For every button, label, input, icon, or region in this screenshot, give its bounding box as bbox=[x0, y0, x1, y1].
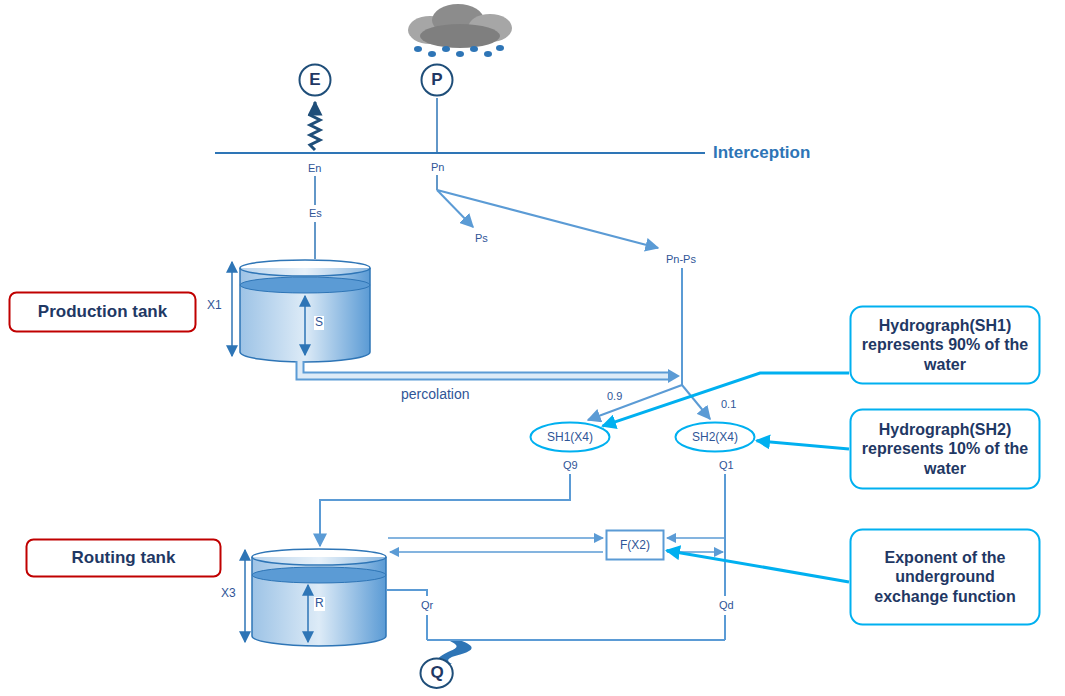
exchange-function-box: F(X2) bbox=[605, 529, 665, 561]
flow-line bbox=[724, 474, 726, 596]
variable-circle: E bbox=[298, 63, 332, 97]
rain-line bbox=[436, 98, 438, 153]
flux-label: Pn bbox=[430, 161, 445, 174]
hydrograph-ellipse: SH1(X4) bbox=[529, 421, 611, 453]
flow-line bbox=[724, 615, 726, 640]
flow-line bbox=[314, 222, 316, 259]
callout-box: Exponent of the underground exchange fun… bbox=[849, 528, 1041, 626]
flux-label: Q1 bbox=[718, 459, 735, 472]
exchange-arrow bbox=[388, 537, 603, 539]
flow-line bbox=[436, 175, 438, 190]
state-label: R bbox=[314, 597, 325, 611]
node-text: Hydrograph(SH1) represents 90% of the wa… bbox=[857, 316, 1033, 374]
pipe-head bbox=[668, 369, 680, 383]
evaporation-arrow bbox=[310, 102, 320, 150]
flow-arrow bbox=[320, 474, 570, 546]
level-arrow bbox=[304, 296, 306, 355]
parameter-label: X3 bbox=[220, 587, 237, 601]
node-text: SH2(X4) bbox=[692, 430, 738, 444]
section-label: Interception bbox=[712, 143, 811, 163]
flow-arrow bbox=[437, 190, 658, 248]
flux-label: Ps bbox=[474, 232, 489, 245]
flux-label: Pn-Ps bbox=[665, 253, 697, 266]
level-arrow bbox=[307, 585, 309, 642]
callout-arrow bbox=[667, 550, 850, 582]
node-text: P bbox=[431, 70, 442, 90]
capacity-arrow bbox=[231, 262, 233, 356]
callout-arrow bbox=[757, 441, 850, 449]
variable-circle: P bbox=[420, 63, 454, 97]
node-text: Q bbox=[430, 663, 443, 683]
node-text: E bbox=[309, 70, 320, 90]
flux-label: En bbox=[307, 162, 322, 175]
node-text: F(X2) bbox=[620, 538, 650, 552]
production-tank bbox=[240, 260, 370, 362]
process-label: percolation bbox=[400, 386, 471, 402]
node-text: Production tank bbox=[38, 302, 167, 322]
node-text: Hydrograph(SH2) represents 10% of the wa… bbox=[857, 420, 1033, 478]
exchange-arrow bbox=[667, 537, 725, 539]
capacity-arrow bbox=[244, 550, 246, 642]
exchange-arrow bbox=[390, 551, 603, 553]
node-text: Routing tank bbox=[72, 548, 176, 568]
flux-label: Q9 bbox=[562, 459, 579, 472]
tank-label-box: Production tank bbox=[8, 291, 197, 333]
tank-label-box: Routing tank bbox=[25, 538, 222, 578]
flow-line bbox=[681, 268, 683, 385]
state-label: S bbox=[314, 316, 324, 330]
hydrograph-ellipse: SH2(X4) bbox=[674, 421, 756, 453]
flow-line bbox=[314, 176, 316, 205]
callout-box: Hydrograph(SH2) represents 10% of the wa… bbox=[849, 408, 1041, 490]
interception-line bbox=[215, 152, 705, 154]
flow-line bbox=[427, 639, 725, 641]
routing-tank bbox=[252, 549, 386, 646]
parameter-label: X1 bbox=[206, 299, 223, 313]
flux-label: Qr bbox=[420, 599, 434, 612]
variable-circle: Q bbox=[419, 657, 454, 689]
rain-cloud bbox=[408, 4, 512, 57]
percolation-pipe bbox=[300, 361, 668, 376]
percolation-pipe bbox=[300, 361, 668, 376]
node-text: Exponent of the underground exchange fun… bbox=[857, 548, 1033, 606]
callout-arrow bbox=[603, 373, 850, 426]
callout-box: Hydrograph(SH1) represents 90% of the wa… bbox=[849, 305, 1041, 385]
flux-label: Qd bbox=[718, 599, 735, 612]
flow-line bbox=[426, 615, 428, 640]
split-ratio: 0.1 bbox=[720, 398, 737, 411]
split-ratio: 0.9 bbox=[606, 390, 623, 403]
flow-line bbox=[386, 590, 427, 596]
node-text: SH1(X4) bbox=[547, 430, 593, 444]
flux-label: Es bbox=[308, 207, 323, 220]
